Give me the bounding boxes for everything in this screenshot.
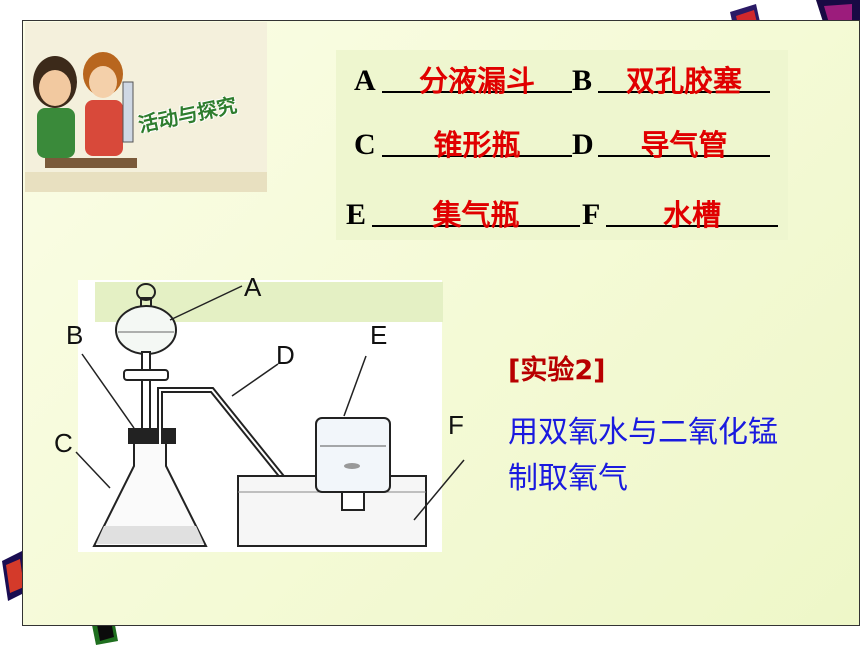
conical-flask <box>92 444 208 547</box>
label-a: A <box>244 272 262 302</box>
experiment-description: 用双氧水与二氧化锰制取氧气 <box>508 415 778 496</box>
experiment-title: [实验2] <box>508 355 606 386</box>
answer-letter: B <box>572 64 593 97</box>
answer-card: A 分液漏斗 B 双孔胶塞 C 锥形瓶 D 导气管 E 集气瓶 F 水槽 <box>336 50 788 240</box>
answer-blank <box>372 225 580 227</box>
answer-blank <box>606 225 778 227</box>
answer-letter: F <box>582 198 601 231</box>
answer-value: 导气管 <box>640 128 728 162</box>
children-illustration <box>25 22 267 192</box>
answer-blank <box>598 155 770 157</box>
funnel-bulb <box>115 305 177 355</box>
answer-blank <box>382 155 572 157</box>
answer-value: 锥形瓶 <box>433 128 521 162</box>
stopcock <box>123 369 169 381</box>
answer-letter: C <box>354 128 376 161</box>
activity-photo: 活动与探究 <box>25 22 267 192</box>
apparatus-drawing <box>75 280 465 552</box>
answer-value: 集气瓶 <box>432 198 520 232</box>
answer-blank <box>598 91 770 93</box>
gas-collecting-bottle <box>315 417 391 493</box>
answer-letter: D <box>572 128 594 161</box>
label-d: D <box>276 340 295 370</box>
answer-value: 分液漏斗 <box>418 64 535 98</box>
label-b: B <box>66 320 84 350</box>
label-c: C <box>54 428 73 458</box>
answer-row-cd: C 锥形瓶 D 导气管 <box>336 122 788 162</box>
answer-letter: E <box>346 198 367 231</box>
label-f: F <box>448 410 464 440</box>
two-hole-stopper <box>128 428 176 444</box>
label-e: E <box>370 320 388 350</box>
answer-value: 双孔胶塞 <box>625 64 742 98</box>
answer-letter: A <box>354 64 376 97</box>
answer-row-ef: E 集气瓶 F 水槽 <box>336 192 788 232</box>
answer-value: 水槽 <box>662 198 721 232</box>
answer-blank <box>382 91 572 93</box>
funnel-stopper <box>136 283 156 301</box>
answer-row-ab: A 分液漏斗 B 双孔胶塞 <box>336 58 788 98</box>
apparatus-diagram: A B C D E F <box>0 270 480 570</box>
